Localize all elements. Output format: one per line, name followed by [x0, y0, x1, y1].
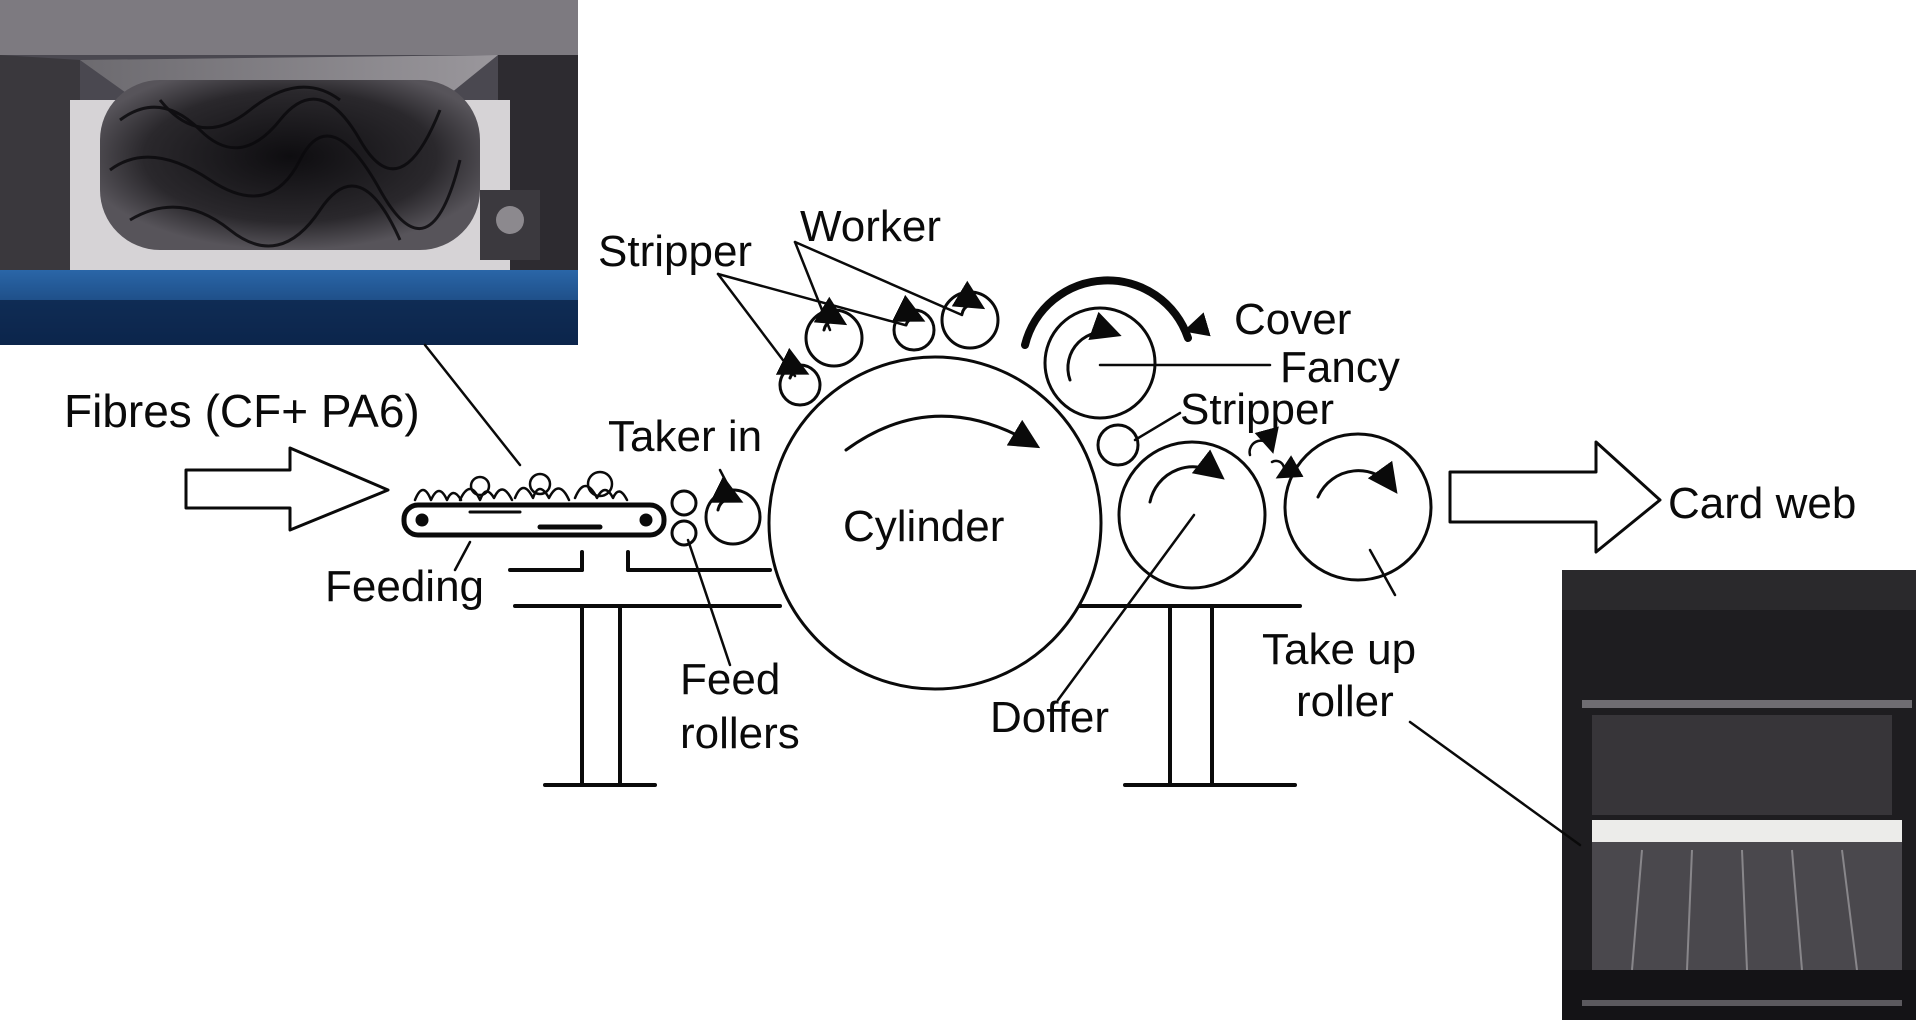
feed-roller-bottom — [670, 519, 698, 547]
label-doffer: Doffer — [990, 693, 1110, 742]
label-card-web: Card web — [1668, 479, 1857, 528]
feeding-photo-image — [0, 0, 578, 345]
label-taker-in: Taker in — [608, 412, 763, 461]
label-take-up-1: Take up — [1262, 625, 1417, 674]
card-web-photo — [1562, 570, 1916, 1020]
label-worker: Worker — [800, 202, 941, 251]
label-feed-rollers-2: rollers — [680, 709, 800, 758]
label-cover: Cover — [1234, 295, 1352, 344]
fancy-cover — [1021, 276, 1192, 349]
stripper-roller-2 — [892, 308, 936, 352]
worker-roller-2 — [940, 290, 1000, 350]
label-stripper-right: Stripper — [1180, 385, 1335, 434]
feed-roller-top — [670, 489, 698, 517]
doffer-roller — [1117, 440, 1267, 590]
fibre-tufts — [413, 470, 629, 502]
feeding-photo — [0, 0, 578, 345]
label-feeding: Feeding — [325, 562, 485, 611]
worker-roller-1 — [804, 308, 864, 368]
label-stripper-top: Stripper — [598, 227, 753, 276]
label-fibres: Fibres (CF+ PA6) — [64, 385, 420, 437]
label-cylinder: Cylinder — [843, 502, 1005, 551]
take-up-roller — [1283, 432, 1433, 582]
label-feed-rollers-1: Feed — [680, 655, 781, 704]
stripper-roller-right — [1096, 423, 1140, 467]
input-arrow — [184, 446, 390, 532]
machine-frame — [508, 550, 1302, 787]
card-web-photo-image — [1562, 570, 1916, 1020]
output-arrow — [1448, 440, 1662, 554]
feeding-conveyor — [401, 502, 667, 538]
main-cylinder — [767, 355, 1103, 691]
label-take-up-2: roller — [1296, 677, 1394, 726]
label-fancy: Fancy — [1280, 343, 1400, 392]
fancy-roller — [1043, 306, 1157, 420]
